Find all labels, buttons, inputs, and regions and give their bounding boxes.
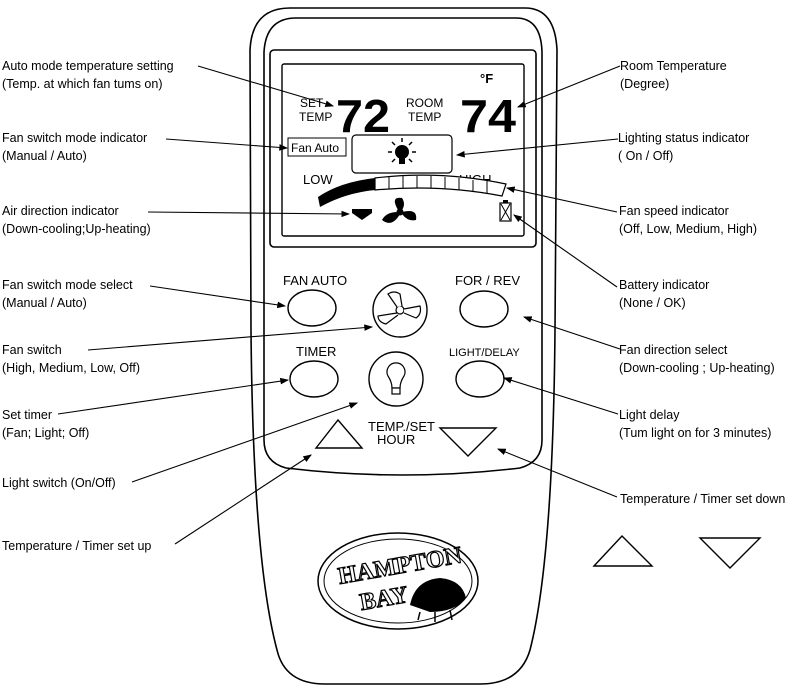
callout-fan-switch-mode-select-desc: (Manual / Auto) [2, 296, 87, 310]
mode-indicator-text: Fan Auto [291, 141, 339, 155]
callout-auto-mode-desc: (Temp. at which fan tums on) [2, 77, 163, 91]
callout-auto-mode-title: Auto mode temperature setting [2, 59, 174, 73]
callout-temp-set-down-title: Temperature / Timer set down [620, 492, 786, 506]
triangle-up-icon [592, 534, 654, 567]
fan-speed-bar [318, 174, 507, 207]
callout-fan-switch: Fan switch (High, Medium, Low, Off) [2, 341, 140, 377]
fan-outline-icon [377, 291, 422, 325]
callout-air-direction-title: Air direction indicator [2, 204, 119, 218]
triangle-down-icon [698, 537, 762, 569]
callout-fan-switch-title: Fan switch [2, 343, 62, 357]
callout-fan-switch-mode-select: Fan switch mode select (Manual / Auto) [2, 276, 133, 312]
speed-low-label: LOW [303, 172, 333, 187]
callout-fan-direction: Fan direction select (Down-cooling ; Up-… [619, 341, 775, 377]
callout-fan-switch-mode-indicator-desc: (Manual / Auto) [2, 149, 87, 163]
unit-label: °F [480, 71, 493, 86]
temp-set-label-2: HOUR [377, 432, 415, 447]
room-label-2: TEMP [408, 110, 441, 124]
hampton-bay-logo: HAMPTON BAY [317, 532, 479, 630]
callout-air-direction-desc: (Down-cooling;Up-heating) [2, 222, 151, 236]
callout-light-switch: Light switch (On/Off) [2, 474, 116, 492]
callout-room-temp-title: Room Temperature [620, 59, 727, 73]
for-rev-button[interactable] [459, 290, 509, 328]
temp-down-button[interactable] [438, 427, 498, 457]
set-label-2: TEMP [299, 110, 332, 124]
callout-set-timer: Set timer (Fan; Light; Off) [2, 406, 89, 442]
callout-fan-switch-mode-indicator-title: Fan switch mode indicator [2, 131, 148, 145]
callout-temp-set-down: Temperature / Timer set down [620, 490, 785, 508]
callout-fan-switch-mode-select-title: Fan switch mode select [2, 278, 133, 292]
down-arrow-icon [352, 209, 372, 220]
callout-fan-direction-desc: (Down-cooling ; Up-heating) [619, 361, 775, 375]
callout-fan-direction-title: Fan direction select [619, 343, 728, 357]
set-temp-value: 72 [336, 90, 390, 142]
callout-room-temp-desc: (Degree) [620, 77, 670, 91]
timer-label: TIMER [296, 344, 336, 359]
lightbulb-icon [388, 138, 416, 164]
callout-light-delay-title: Light delay [619, 408, 680, 422]
light-delay-label: LIGHT/DELAY [449, 347, 520, 359]
callout-fan-speed: Fan speed indicator (Off, Low, Medium, H… [619, 202, 757, 238]
callout-fan-speed-desc: (Off, Low, Medium, High) [619, 222, 758, 236]
callout-light-delay-desc: (Tum light on for 3 minutes) [619, 426, 772, 440]
callout-auto-mode: Auto mode temperature setting (Temp. at … [2, 57, 174, 93]
callout-room-temp: Room Temperature (Degree) [620, 57, 727, 93]
callout-battery-desc: (None / OK) [619, 296, 686, 310]
callout-lighting-status: Lighting status indicator ( On / Off) [618, 129, 749, 165]
callout-set-timer-title: Set timer [2, 408, 53, 422]
temp-set-label-1: TEMP./SET [368, 419, 435, 434]
light-delay-button[interactable] [455, 360, 505, 398]
callout-lighting-status-title: Lighting status indicator [618, 131, 750, 145]
callout-air-direction: Air direction indicator (Down-cooling;Up… [2, 202, 151, 238]
battery-icon [499, 200, 512, 222]
callout-battery: Battery indicator (None / OK) [619, 276, 709, 312]
callout-temp-set-up: Temperature / Timer set up [2, 537, 151, 555]
temp-up-button[interactable] [314, 418, 364, 449]
callout-fan-speed-title: Fan speed indicator [619, 204, 729, 218]
leader-lines [57, 65, 621, 545]
fan-auto-button[interactable] [287, 289, 337, 327]
callout-fan-switch-mode-indicator: Fan switch mode indicator (Manual / Auto… [2, 129, 147, 165]
callout-set-timer-desc: (Fan; Light; Off) [2, 426, 90, 440]
room-temp-value: 74 [460, 90, 516, 142]
timer-button[interactable] [289, 360, 339, 398]
callout-fan-switch-desc: (High, Medium, Low, Off) [2, 361, 141, 375]
set-label-1: SET [300, 96, 324, 110]
callout-temp-set-up-title: Temperature / Timer set up [2, 539, 152, 553]
lightbulb-outline-icon [386, 362, 406, 395]
room-label-1: ROOM [406, 96, 443, 110]
callout-light-switch-title: Light switch (On/Off) [2, 476, 116, 490]
fan-icon [382, 197, 417, 223]
callout-light-delay: Light delay (Tum light on for 3 minutes) [619, 406, 771, 442]
callout-lighting-status-desc: ( On / Off) [618, 149, 674, 163]
for-rev-label: FOR / REV [455, 273, 520, 288]
callout-battery-title: Battery indicator [619, 278, 710, 292]
fan-auto-label: FAN AUTO [283, 273, 347, 288]
